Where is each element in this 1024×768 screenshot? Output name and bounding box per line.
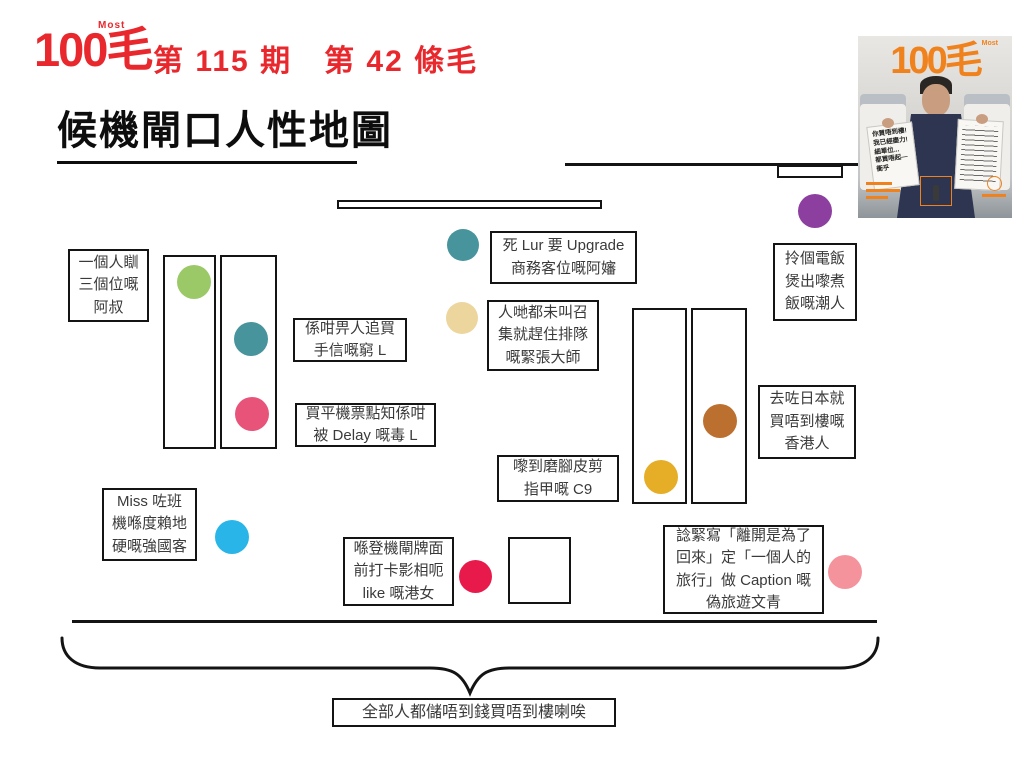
boarding-sign-board [508, 537, 571, 604]
label-rice-cooker: 拎個電飯 煲出嚟煮 飯嘅潮人 [773, 243, 857, 321]
person-mainland-dot [215, 520, 249, 554]
brand-logo: 100毛 [34, 23, 153, 76]
label-line: 去咗日本就 [769, 390, 845, 408]
label-line: 買平機票點知係咁 [305, 404, 426, 422]
label-line: 前打卡影相呃 [353, 562, 444, 580]
label-line: 拎個電飯 [784, 250, 845, 268]
brand-logo-superscript: Most [98, 20, 126, 31]
label-mainland: Miss 咗班 機喺度賴地 硬嘅強國客 [102, 488, 197, 561]
cover-seal-badge [987, 176, 1002, 191]
label-line: 被 Delay 嘅毒 L [313, 427, 418, 444]
label-line: 機喺度賴地 [111, 515, 187, 533]
label-line: 死 Lur 要 Upgrade [502, 237, 625, 254]
person-souvenir-dot [234, 322, 268, 356]
label-line: 三個位嘅 [78, 276, 139, 294]
label-upgrade: 死 Lur 要 Upgrade 商務客位嘅阿嬸 [490, 231, 637, 284]
summary-box: 全部人都儲唔到錢買唔到樓喇唉 [332, 698, 616, 727]
cover-hand-right [976, 114, 988, 124]
magazine-cover: 100毛 Most 你買唔到樓! 我已經盡力! 細單位... 都買唔起— 衝乎 [858, 36, 1012, 218]
title-underline [57, 161, 357, 164]
cover-tiny-figure [933, 185, 939, 201]
label-line: Miss 咗班 [117, 492, 182, 510]
cover-paper-left-text: 你買唔到樓! 我已經盡力! 細單位... 都買唔起— 衝乎 [867, 123, 917, 176]
person-nervous-dot [446, 302, 478, 334]
summary-text: 全部人都儲唔到錢買唔到樓喇唉 [361, 703, 586, 721]
person-pedicure-dot [644, 460, 678, 494]
cover-logo: 100毛 [890, 40, 982, 82]
label-hipster: 諗緊寫「離開是為了 回來」定「一個人的 旅行」做 Caption 嘅 偽旅遊文青 [663, 525, 824, 614]
person-japan-dot [703, 404, 737, 438]
label-japan: 去咗日本就 買唔到樓嘅 香港人 [758, 385, 856, 459]
label-line: 嚟到磨腳皮剪 [512, 458, 603, 475]
cover-paper-left: 你買唔到樓! 我已經盡力! 細單位... 都買唔起— 衝乎 [866, 121, 920, 191]
label-line: 人哋都未叫召 [497, 303, 588, 321]
cover-man-head [922, 84, 950, 116]
label-line: 硬嘅強國客 [111, 537, 187, 555]
issue-info: 第 115 期 第 42 條毛 [153, 45, 479, 78]
label-line: 喺登機閘牌面 [353, 539, 444, 557]
label-line: 香港人 [784, 435, 830, 453]
label-line: like 嘅港女 [362, 584, 435, 602]
label-line: 商務客位嘅阿嬸 [510, 259, 616, 277]
label-line: 係咁畀人追買 [304, 319, 395, 337]
label-line: 集就趕住排隊 [497, 326, 588, 344]
label-line: 飯嘅潮人 [784, 295, 845, 313]
label-line: 偽旅遊文青 [705, 594, 781, 611]
label-line: 回來」定「一個人的 [675, 549, 811, 566]
cover-accent-bar-4 [982, 194, 1006, 197]
label-line: 嘅緊張大師 [505, 348, 581, 366]
cover-accent-bar-2 [866, 189, 900, 192]
label-delay: 買平機票點知係咁 被 Delay 嘅毒 L [295, 403, 436, 447]
person-upgrade-dot [447, 229, 479, 261]
cover-accent-bar-1 [866, 182, 892, 185]
gate-desk [777, 165, 843, 178]
partition-screen [337, 200, 602, 209]
label-line: 阿叔 [93, 298, 124, 316]
gate-wall-line [565, 163, 858, 166]
label-line: 一個人瞓 [78, 253, 139, 271]
label-line: 手信嘅窮 L [313, 342, 387, 359]
label-nervous: 人哋都未叫召 集就趕住排隊 嘅緊張大師 [487, 300, 599, 371]
label-uncle: 一個人瞓 三個位嘅 阿叔 [68, 249, 149, 322]
person-uncle-dot [177, 265, 211, 299]
cover-hand-left [882, 118, 894, 128]
label-pedicure: 嚟到磨腳皮剪 指甲嘅 C9 [497, 455, 619, 502]
label-line: 買唔到樓嘅 [769, 412, 845, 430]
label-line: 煲出嚟煮 [784, 272, 845, 290]
cover-accent-bar-3 [866, 196, 888, 199]
cover-photo-frame [920, 176, 952, 206]
person-rice-cooker-dot [798, 194, 832, 228]
label-line: 指甲嘅 C9 [523, 480, 593, 498]
person-hipster-dot [828, 555, 862, 589]
person-delay-dot [235, 397, 269, 431]
label-souvenir: 係咁畀人追買 手信嘅窮 L [293, 318, 407, 362]
label-line: 諗緊寫「離開是為了 [675, 526, 811, 544]
page-title: 候機閘口人性地圖 [57, 109, 393, 153]
curly-brace [60, 636, 880, 697]
label-line: 旅行」做 Caption 嘅 [675, 571, 812, 589]
cover-logo-superscript: Most [981, 40, 998, 47]
person-selfie-dot [459, 560, 492, 593]
floor-line [72, 620, 877, 623]
label-selfie: 喺登機閘牌面 前打卡影相呃 like 嘅港女 [343, 537, 454, 606]
